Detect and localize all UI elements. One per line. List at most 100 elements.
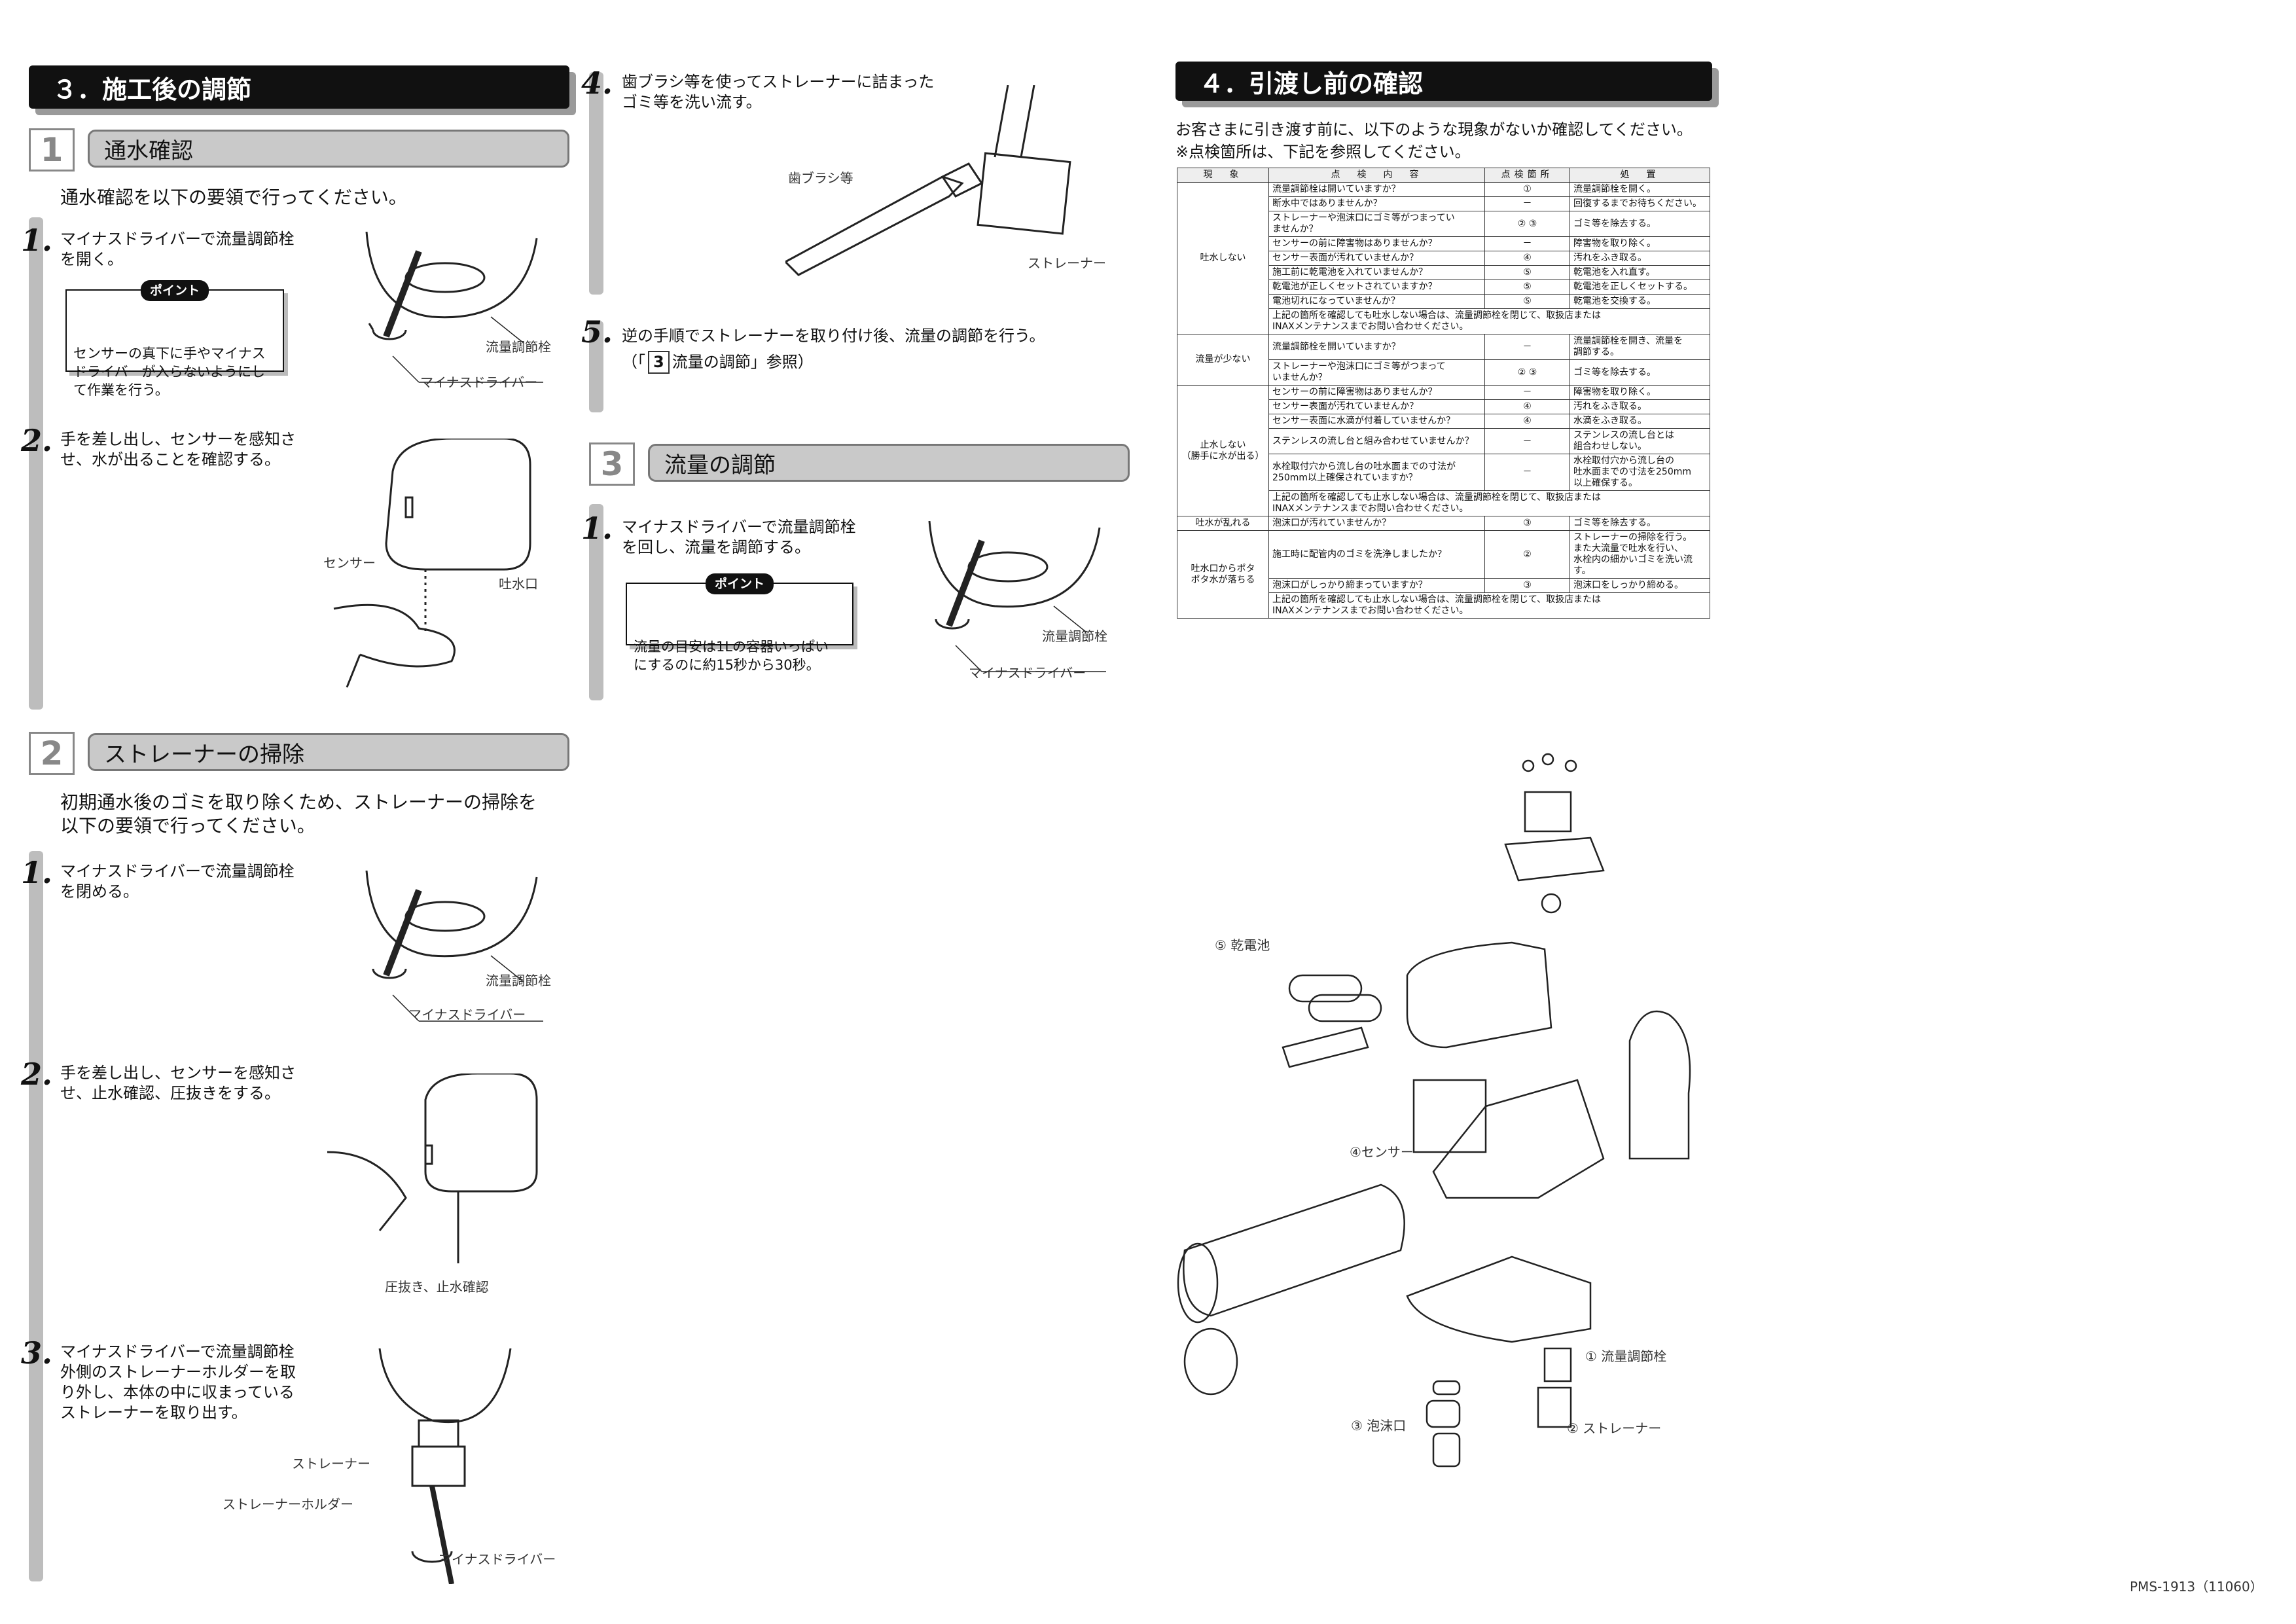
valve-close-illustration	[365, 871, 543, 1022]
subsection-1-title: 通水確認	[104, 137, 193, 164]
step-text: マイナスドライバーで流量調節栓 を回し、流量を調節する。	[622, 518, 856, 556]
subsection-2-bar: ストレーナーの掃除	[88, 733, 569, 771]
point-cell: －	[1484, 196, 1570, 211]
reference-number: 3	[648, 351, 670, 374]
part-label-battery: ⑤ 乾電池	[1215, 937, 1270, 953]
point-cell: －	[1484, 428, 1570, 454]
point-text: 流量の目安は1Lの容器いっぱい にするのに約15秒から30秒。	[634, 639, 829, 673]
check-cell: センサー表面が汚れていませんか？	[1268, 251, 1485, 266]
point-cell: ② ③	[1484, 359, 1570, 386]
point-cell: ④	[1484, 399, 1570, 414]
point-cell: ⑤	[1484, 265, 1570, 280]
check-cell: 施工前に乾電池を入れていませんか？	[1268, 265, 1485, 280]
section-3-title: ３．施工後の調節	[52, 75, 252, 104]
point-cell: ④	[1484, 251, 1570, 266]
check-cell: 泡沫口が汚れていませんか？	[1268, 516, 1485, 531]
check-cell: ステンレスの流し台と組み合わせていませんか？	[1268, 428, 1485, 454]
action-cell: 流量調節栓を開く。	[1570, 182, 1710, 197]
note-cell: 上記の箇所を確認しても止水しない場合は、流量調節栓を閉じて、取扱店または INA…	[1268, 592, 1710, 619]
action-cell: 乾電池を交換する。	[1570, 294, 1710, 309]
step-number: 1.	[21, 223, 53, 258]
point-cell: ② ③	[1484, 211, 1570, 237]
subsection-1-bar: 通水確認	[88, 130, 569, 168]
footer-code: PMS-1913（11060）	[2130, 1579, 2263, 1595]
step-text: マイナスドライバーで流量調節栓 を閉める。	[60, 862, 295, 901]
point-box: ポイント 流量の目安は1Lの容器いっぱい にするのに約15秒から30秒。	[626, 573, 853, 673]
subsection-2-lead: 初期通水後のゴミを取り除くため、ストレーナーの掃除を 以下の要領で行ってください…	[60, 791, 537, 837]
action-cell: 流量調節栓を開き、流量を 調節する。	[1570, 334, 1710, 360]
subsection-1-number: 1	[29, 128, 75, 171]
strainer-removal-illustration	[378, 1348, 512, 1584]
point-cell: －	[1484, 334, 1570, 360]
callout-label: 流量調節栓	[486, 973, 551, 988]
valve-open-illustration	[365, 232, 543, 383]
step-number: 2.	[21, 423, 53, 458]
part-label-strainer: ② ストレーナー	[1567, 1420, 1662, 1436]
action-cell: 汚れをふき取る。	[1570, 251, 1710, 266]
point-cell: ⑤	[1484, 294, 1570, 309]
table-note-row: 上記の箇所を確認しても止水しない場合は、流量調節栓を閉じて、取扱店または INA…	[1177, 592, 1710, 619]
action-cell: 水栓取付穴から流し台の 吐水面までの寸法を250mm 以上確保する。	[1570, 454, 1710, 491]
point-cell: ③	[1484, 516, 1570, 531]
faucet-stop-illustration	[327, 1074, 538, 1263]
reference-open: （「	[622, 353, 645, 371]
callout-label: マイナスドライバー	[420, 374, 538, 390]
callout-label: マイナスドライバー	[408, 1007, 526, 1022]
action-cell: 障害物を取り除く。	[1570, 385, 1710, 400]
callout-label: ストレーナー	[292, 1456, 370, 1471]
callout-label: 圧抜き、止水確認	[385, 1279, 489, 1295]
phenomenon-cell: 流量が少ない	[1177, 334, 1269, 386]
step-rail	[29, 851, 43, 1581]
subsection-1-lead: 通水確認を以下の要領で行ってください。	[60, 187, 407, 208]
check-cell: 施工時に配管内のゴミを洗浄しましたか？	[1268, 530, 1485, 579]
part-label-flow-valve: ① 流量調節栓	[1585, 1348, 1667, 1364]
section-4-lead: お客さまに引き渡す前に、以下のような現象がないか確認してください。	[1175, 120, 1693, 139]
step-reference: （「 3 流量の調節」参照）	[622, 351, 814, 374]
step-number: 1.	[21, 855, 53, 890]
point-cell: ③	[1484, 578, 1570, 593]
table-row: ステンレスの流し台と組み合わせていませんか？－ステンレスの流し台とは 組合わせし…	[1177, 428, 1710, 454]
phenomenon-cell: 吐水が乱れる	[1177, 516, 1269, 531]
check-cell: センサー表面が汚れていませんか？	[1268, 399, 1485, 414]
check-cell: 流量調節栓は開いていますか？	[1268, 182, 1485, 197]
point-cell: ④	[1484, 414, 1570, 429]
step-text: 歯ブラシ等を使ってストレーナーに詰まった ゴミ等を洗い流す。	[622, 73, 935, 111]
step-rail	[589, 321, 603, 412]
subsection-3-bar: 流量の調節	[648, 444, 1130, 482]
callout-label: センサー	[323, 555, 376, 571]
step-text: マイナスドライバーで流量調節栓 を開く。	[60, 230, 295, 268]
step-number: 2.	[21, 1056, 53, 1092]
check-cell: 電池切れになっていませんか？	[1268, 294, 1485, 309]
step-rail	[29, 217, 43, 710]
action-cell: ゴミ等を除去する。	[1570, 516, 1710, 531]
reference-text: 流量の調節」参照）	[672, 353, 814, 371]
check-cell: ストレーナーや泡沫口にゴミ等がつまって いませんか？	[1268, 359, 1485, 386]
section-4-header: ４．引渡し前の確認	[1175, 62, 1712, 101]
point-cell: ⑤	[1484, 280, 1570, 295]
phenomenon-cell: 吐水口からポタ ポタ水が落ちる	[1177, 530, 1269, 619]
note-cell: 上記の箇所を確認しても止水しない場合は、流量調節栓を閉じて、取扱店または INA…	[1268, 490, 1710, 516]
table-row: 断水中ではありませんか？－回復するまでお待ちください。	[1177, 196, 1710, 211]
check-table-wrap: 現 象 点 検 内 容 点検箇所 処 置 吐水しない流量調節栓は開いていますか？…	[1177, 168, 1710, 619]
step-text: マイナスドライバーで流量調節栓 外側のストレーナーホルダーを取 り外し、本体の中…	[60, 1343, 296, 1422]
note-cell: 上記の箇所を確認しても吐水しない場合は、流量調節栓を閉じて、取扱店または INA…	[1268, 308, 1710, 334]
header-check: 点 検 内 容	[1268, 168, 1485, 183]
check-cell: センサー表面に水滴が付着していませんか？	[1268, 414, 1485, 429]
point-cell: －	[1484, 236, 1570, 251]
callout-label: ストレーナーホルダー	[223, 1496, 353, 1512]
table-header-row: 現 象 点 検 内 容 点検箇所 処 置	[1177, 168, 1710, 183]
section-4-note: ※点検箇所は、下記を参照してください。	[1175, 143, 1471, 161]
point-cell: ①	[1484, 182, 1570, 197]
callout-label: マイナスドライバー	[439, 1551, 556, 1567]
action-cell: ゴミ等を除去する。	[1570, 211, 1710, 237]
callout-label: 流量調節栓	[486, 339, 551, 355]
action-cell: ゴミ等を除去する。	[1570, 359, 1710, 386]
check-table: 現 象 点 検 内 容 点検箇所 処 置 吐水しない流量調節栓は開いていますか？…	[1177, 168, 1710, 619]
table-row: 流量が少ない流量調節栓を開いていますか？－流量調節栓を開き、流量を 調節する。	[1177, 334, 1710, 386]
check-cell: センサーの前に障害物はありませんか？	[1268, 385, 1485, 400]
